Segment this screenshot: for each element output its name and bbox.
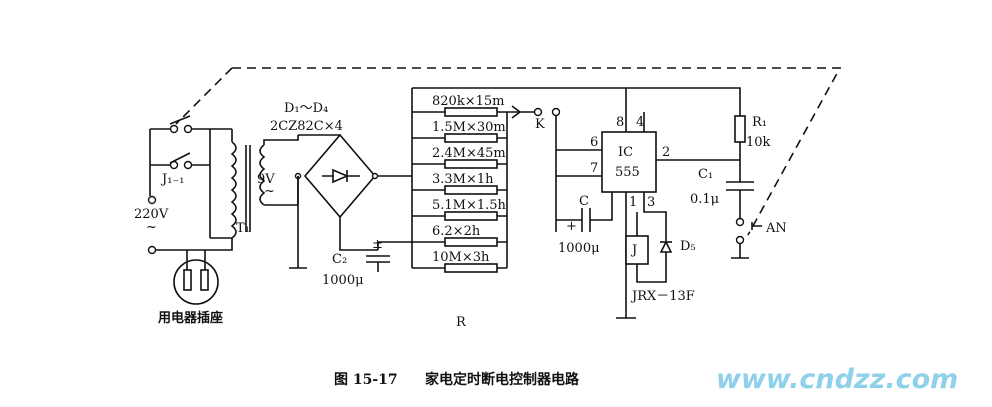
mains-terminal-bottom (147, 245, 157, 255)
label-switch-k: K (535, 117, 545, 132)
figure-number: 图 15-17 (334, 372, 398, 388)
label-relay-contact: J₁₋₁ (160, 172, 185, 187)
resistor-0 (444, 107, 498, 117)
label-mains-voltage: 220V (134, 207, 169, 222)
label-diodes-part: 2CZ82C×4 (270, 119, 343, 134)
label-c2: C₂ (332, 252, 347, 267)
label-timing-cap-value: 1000μ (558, 241, 600, 256)
label-diodes: D₁～D₄ (284, 101, 328, 116)
label-pin4: 4 (636, 115, 644, 130)
label-ic-name: IC (618, 145, 633, 160)
label-c1: C₁ (698, 167, 713, 182)
label-pin3: 3 (647, 195, 655, 210)
label-mains-ac: ~ (146, 220, 157, 235)
figure-title: 家电定时断电控制器电路 (425, 371, 580, 388)
label-secondary-voltage: 9V (257, 172, 275, 187)
mechanical-linkage (232, 67, 842, 236)
resistor-label-0: 820k×15m (432, 94, 504, 109)
label-d5: D₅ (680, 239, 696, 254)
resistor-r1 (726, 115, 754, 218)
switch-k (507, 105, 561, 232)
label-pin8: 8 (616, 115, 624, 130)
relay-j (625, 212, 673, 283)
transformer-icon (210, 128, 299, 239)
resistor-label-1: 1.5M×30m (432, 120, 506, 135)
resistor-6 (444, 263, 498, 273)
label-ic-part: 555 (615, 165, 640, 180)
label-r1: R₁ (752, 115, 767, 130)
label-resistor-r: R (456, 315, 467, 330)
label-button: AN (765, 221, 787, 236)
label-c1-value: 0.1μ (690, 192, 719, 207)
resistor-label-4: 5.1M×1.5h (432, 198, 507, 213)
ic-555 (412, 87, 741, 319)
capacitor-c2 (366, 241, 412, 272)
label-transformer: T₁ (236, 221, 250, 236)
label-pin1: 1 (629, 195, 637, 210)
bridge-rectifier-icon (289, 133, 412, 269)
label-timing-cap-plus: + (566, 219, 577, 234)
label-r1-value: 10k (746, 135, 771, 150)
label-c2-plus: ± (372, 237, 383, 252)
socket-icon (173, 259, 219, 305)
mains-section (147, 115, 233, 305)
label-socket: 用电器插座 (157, 310, 223, 326)
label-pin7: 7 (590, 161, 598, 176)
button-an (731, 217, 762, 259)
resistor-label-5: 6.2×2h (432, 224, 481, 239)
label-relay-part: JRX－13F (630, 289, 695, 304)
label-pin6: 6 (590, 135, 598, 150)
resistor-2 (444, 159, 498, 169)
resistor-4 (444, 211, 498, 221)
label-timing-cap: C (579, 194, 589, 209)
watermark: www.cndzz.com (716, 364, 958, 395)
resistor-label-6: 10M×3h (432, 250, 490, 265)
resistor-ladder: 820k×15m 1.5M×30m 2.4M×45m 3.3M×1h 5.1M×1.5h… (411, 88, 508, 273)
mains-terminal-top (147, 195, 157, 205)
resistor-3 (444, 185, 498, 195)
mechanical-linkage-left (175, 67, 233, 125)
label-pin2: 2 (662, 145, 670, 160)
label-secondary-ac: ~ (264, 184, 275, 199)
label-relay: J (630, 243, 637, 258)
resistor-label-2: 2.4M×45m (432, 146, 506, 161)
resistor-label-3: 3.3M×1h (432, 172, 494, 187)
resistor-5 (444, 237, 498, 247)
capacitor-c (556, 192, 613, 232)
label-c2-value: 1000μ (322, 273, 364, 288)
resistor-1 (444, 133, 498, 143)
